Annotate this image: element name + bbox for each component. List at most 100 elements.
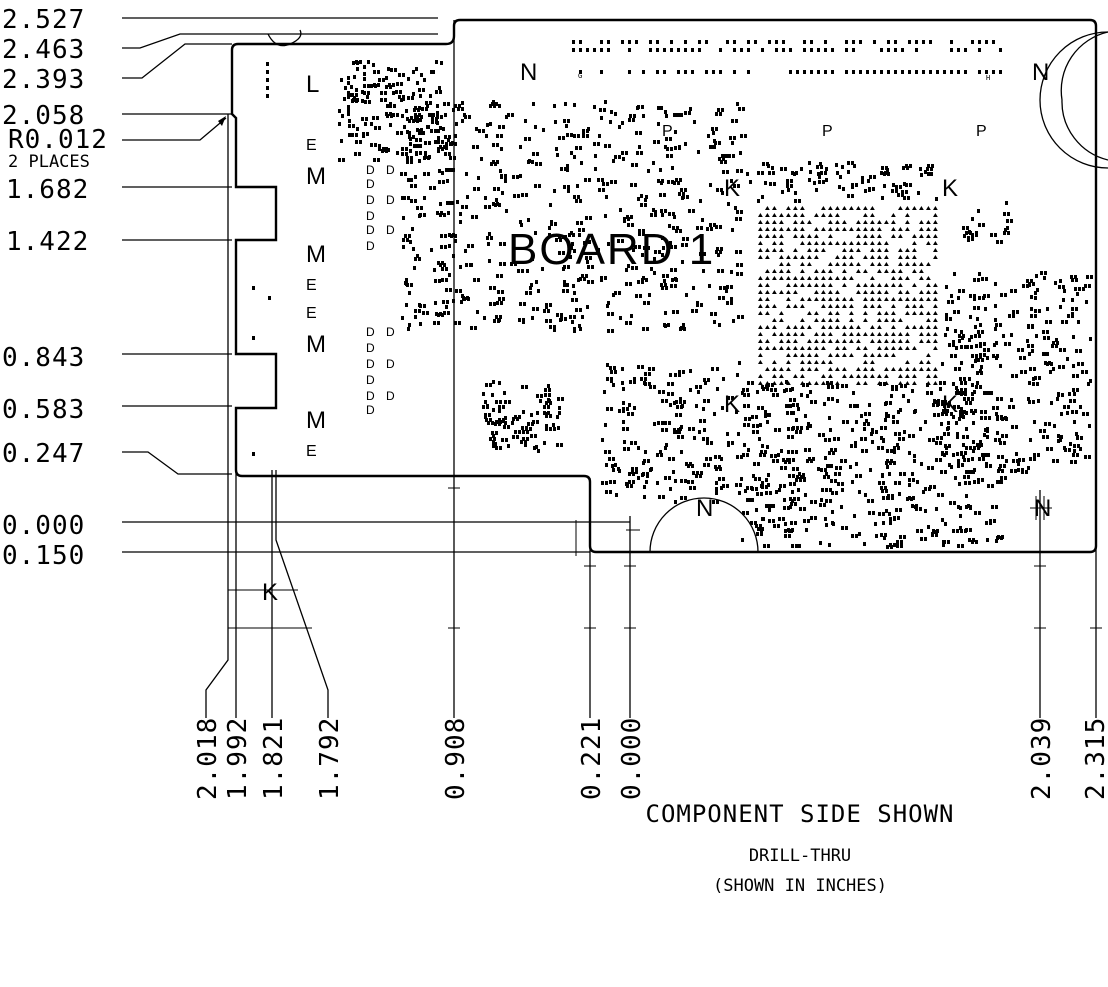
pad: [884, 283, 889, 287]
pad: [793, 248, 798, 252]
pad: [768, 504, 771, 508]
pad: [779, 318, 784, 322]
pad: [926, 227, 931, 231]
pad: [649, 385, 652, 389]
pad: [636, 106, 639, 110]
pad: [489, 122, 492, 126]
pad: [361, 117, 364, 121]
pad: [731, 228, 734, 232]
pad: [802, 473, 805, 477]
pad: [401, 316, 404, 320]
pad: [980, 443, 983, 447]
pad: [969, 231, 972, 235]
pad: [858, 532, 861, 536]
pad: [653, 140, 656, 144]
pad: [870, 248, 875, 252]
pad: [814, 290, 819, 294]
pad: [1056, 397, 1059, 401]
pad: [427, 156, 430, 160]
pad: [761, 444, 764, 448]
pad: [831, 521, 834, 525]
pad: [685, 462, 688, 466]
pad: [758, 437, 761, 441]
pad: [814, 255, 819, 259]
drawing-notes: COMPONENT SIDE SHOWN DRILL-THRU (SHOWN I…: [560, 800, 1040, 896]
pad: [348, 119, 351, 123]
pad: [936, 70, 939, 74]
pad: [792, 467, 795, 471]
pad: [1043, 336, 1046, 340]
pad: [903, 535, 906, 539]
pad: [808, 161, 811, 165]
pad: [983, 453, 986, 457]
pad: [828, 416, 831, 420]
pad: [492, 444, 495, 448]
pad: [637, 446, 640, 450]
pad: [722, 156, 725, 160]
pad: [545, 319, 548, 323]
pad: [549, 401, 552, 405]
pad: [1071, 278, 1074, 282]
pad: [1006, 226, 1009, 230]
pad: [499, 400, 502, 404]
pad: [631, 467, 634, 471]
pad: [670, 245, 673, 249]
pad: [870, 374, 875, 378]
pad: [908, 451, 911, 455]
pad: [1026, 279, 1029, 283]
pad: [575, 308, 578, 312]
pad: [747, 70, 750, 74]
pad: [1047, 336, 1050, 340]
pad: [521, 426, 524, 430]
pad: [765, 220, 770, 224]
pad: [586, 134, 589, 138]
pad: [338, 109, 341, 113]
pad: [637, 365, 640, 369]
pad: [419, 322, 422, 326]
d-label: D: [386, 389, 395, 403]
pad: [960, 529, 963, 533]
pad: [530, 413, 533, 417]
pad: [664, 110, 667, 114]
pad: [621, 239, 624, 243]
pad: [977, 358, 980, 362]
pad: [1017, 348, 1020, 352]
pad: [898, 318, 903, 322]
pad: [786, 297, 791, 301]
pad: [764, 450, 767, 454]
pad: [940, 470, 943, 474]
pad: [756, 430, 759, 434]
pad: [947, 300, 950, 304]
pad: [417, 108, 420, 112]
pad: [924, 170, 927, 174]
pad: [954, 476, 957, 480]
pad: [579, 48, 582, 52]
pad: [529, 427, 532, 431]
pad: [810, 40, 813, 44]
pad: [400, 172, 403, 176]
pad: [907, 399, 910, 403]
pad: [1010, 469, 1013, 473]
pad: [970, 409, 973, 413]
pad: [679, 427, 682, 431]
pad: [713, 412, 716, 416]
pad: [661, 399, 664, 403]
pad: [828, 227, 833, 231]
pad: [670, 40, 673, 44]
pad: [995, 505, 998, 509]
pad: [401, 114, 404, 118]
pad: [794, 199, 797, 203]
pad: [787, 435, 790, 439]
pad: [756, 492, 759, 496]
d-label: D: [366, 389, 375, 403]
pad: [366, 132, 369, 136]
pad: [1037, 399, 1040, 403]
pad: [885, 401, 888, 405]
pad: [491, 102, 494, 106]
pad: [1043, 429, 1046, 433]
pad: [593, 142, 596, 146]
pad: [927, 172, 930, 176]
pad: [569, 255, 572, 259]
pad: [1064, 448, 1067, 452]
pad: [739, 217, 742, 221]
